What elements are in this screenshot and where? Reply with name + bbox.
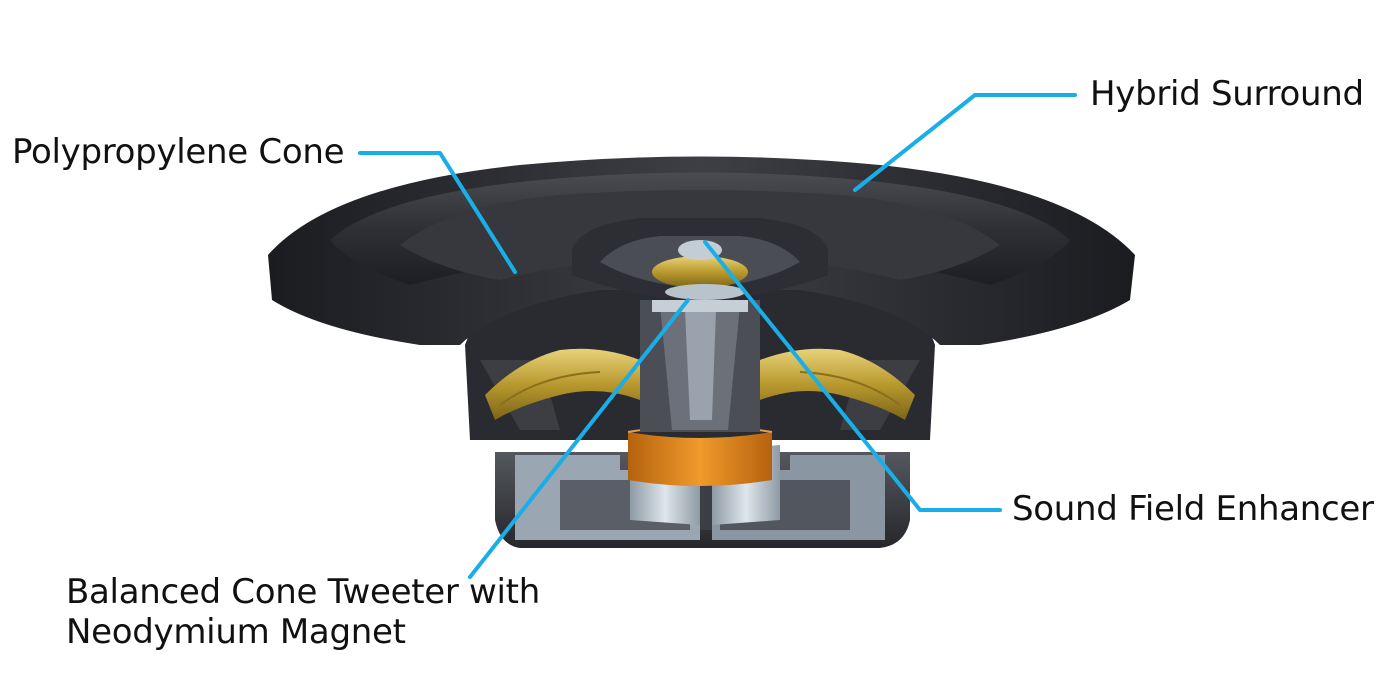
tweeter-column [640,300,760,432]
leader-line-hybrid-surround [853,93,1077,192]
label-tweeter-line2: Neodymium Magnet [66,612,406,652]
leader-line-tweeter [468,298,690,579]
label-polypropylene-cone: Polypropylene Cone [12,132,345,172]
label-sound-field-enhancer: Sound Field Enhancer [1012,489,1374,529]
leader-line-polypropylene-cone [358,151,517,274]
label-hybrid-surround: Hybrid Surround [1090,74,1364,114]
label-balanced-cone-tweeter: Balanced Cone Tweeter with Neodymium Mag… [66,572,540,652]
leader-line-sound-field-enhancer [703,240,1002,512]
leader-lines [358,93,1077,579]
label-tweeter-line1: Balanced Cone Tweeter with [66,572,540,612]
gold-spider [485,348,915,420]
